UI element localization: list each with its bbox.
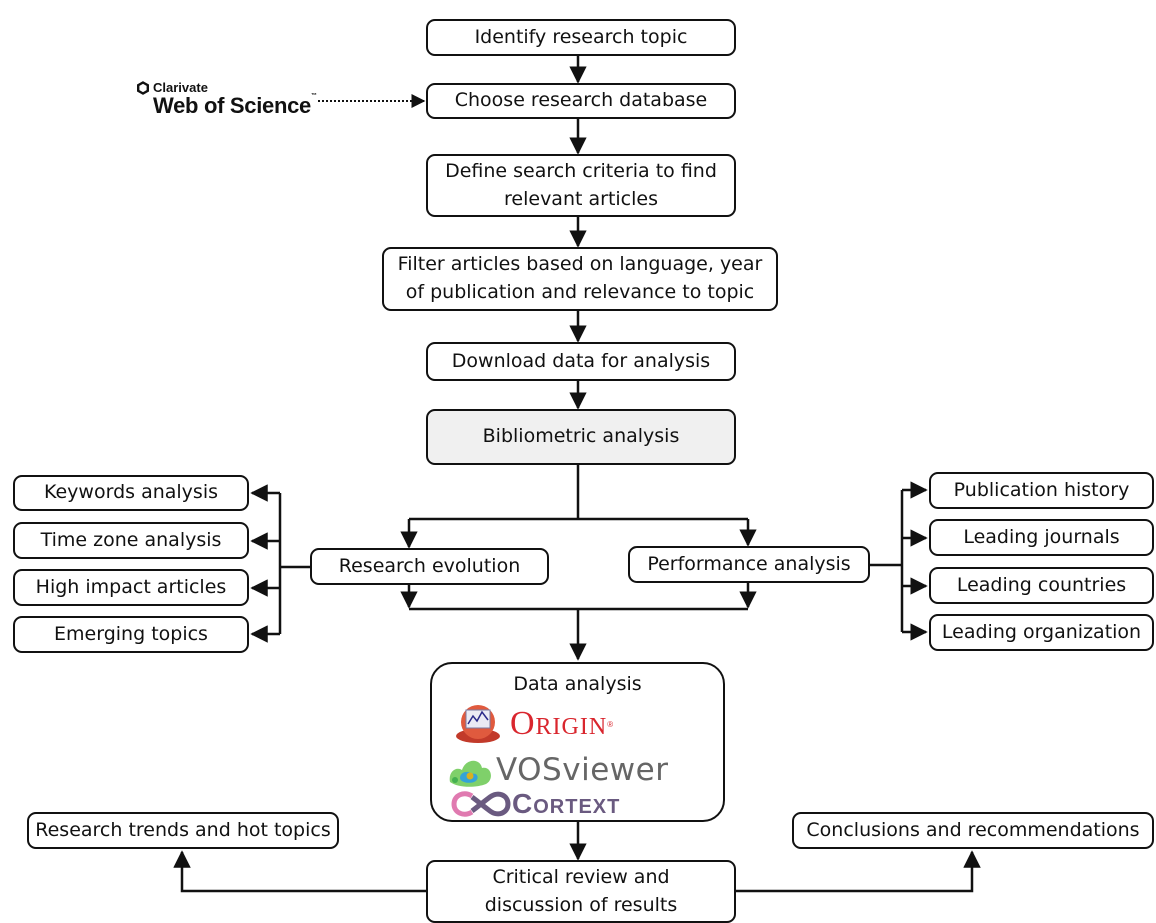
- cortext-mark-icon: [451, 791, 511, 817]
- define-criteria-line1: Define search criteria to find: [445, 159, 717, 182]
- clarivate-label: Clarivate: [153, 80, 208, 95]
- right-item-label: Leading organization: [941, 620, 1142, 643]
- cortext-wordmark: Cortext: [512, 788, 621, 819]
- research-trends-box: Research trends and hot topics: [27, 812, 339, 849]
- left-item-high-impact: High impact articles: [13, 569, 249, 606]
- critical-review-line1: Critical review and: [492, 865, 670, 888]
- download-data-box: Download data for analysis: [426, 342, 736, 381]
- critical-review-line2: discussion of results: [484, 893, 678, 916]
- bibliometric-analysis-box: Bibliometric analysis: [426, 409, 736, 465]
- origin-tm: ®: [607, 719, 614, 729]
- choose-database-label: Choose research database: [454, 89, 708, 112]
- right-item-leading-journals: Leading journals: [929, 519, 1154, 556]
- performance-analysis-box: Performance analysis: [628, 546, 870, 583]
- define-criteria-box: Define search criteria to find relevant …: [426, 154, 736, 217]
- left-item-label: High impact articles: [35, 575, 227, 598]
- left-item-label: Keywords analysis: [43, 481, 218, 504]
- origin-logo: Origin ®: [446, 702, 613, 746]
- filter-articles-line1: Filter articles based on language, year: [397, 253, 763, 276]
- left-item-emerging: Emerging topics: [13, 616, 249, 653]
- conclusions-box: Conclusions and recommendations: [792, 812, 1154, 849]
- clarivate-mark-icon: [137, 80, 149, 95]
- research-trends-label: Research trends and hot topics: [35, 818, 331, 841]
- cortext-logo: Cortext: [450, 788, 620, 820]
- choose-database-box: Choose research database: [426, 83, 736, 119]
- arrow-critical-to-conclusions: [736, 850, 981, 893]
- origin-globe-icon: [456, 705, 500, 743]
- arrow-critical-to-trends: [173, 850, 426, 893]
- left-item-label: Emerging topics: [54, 622, 208, 645]
- research-evolution-box: Research evolution: [310, 548, 549, 585]
- research-evolution-label: Research evolution: [338, 554, 521, 577]
- data-analysis-box: Data analysis Origin ® VOSviewer Cortext: [430, 662, 725, 822]
- web-of-science-logo: Clarivate Web of Science™: [136, 80, 317, 119]
- origin-wordmark: Origin: [510, 705, 608, 742]
- data-analysis-title: Data analysis: [513, 673, 642, 695]
- left-item-keywords: Keywords analysis: [13, 475, 249, 511]
- performance-analysis-label: Performance analysis: [647, 552, 851, 575]
- right-item-label: Publication history: [953, 478, 1130, 501]
- bibliometric-analysis-label: Bibliometric analysis: [482, 425, 680, 448]
- vosviewer-map-icon: [449, 760, 491, 787]
- left-item-time-zone: Time zone analysis: [13, 522, 249, 559]
- conclusions-label: Conclusions and recommendations: [806, 818, 1140, 841]
- define-criteria-line2: relevant articles: [504, 187, 658, 210]
- right-item-leading-organization: Leading organization: [929, 614, 1154, 651]
- right-item-label: Leading journals: [963, 525, 1120, 548]
- vosviewer-wordmark: VOSviewer: [496, 752, 669, 788]
- left-item-label: Time zone analysis: [40, 528, 222, 551]
- filter-articles-box: Filter articles based on language, year …: [382, 247, 778, 311]
- web-of-science-label: Web of Science™: [153, 93, 317, 118]
- right-item-label: Leading countries: [956, 573, 1127, 596]
- filter-articles-line2: of publication and relevance to topic: [405, 281, 755, 303]
- download-data-label: Download data for analysis: [451, 349, 711, 372]
- clarivate-brand: Clarivate: [136, 80, 317, 95]
- critical-review-box: Critical review and discussion of result…: [426, 860, 736, 923]
- right-item-publication-history: Publication history: [929, 472, 1154, 509]
- vosviewer-logo: VOSviewer: [446, 752, 668, 788]
- identify-topic-label: Identify research topic: [474, 25, 688, 48]
- right-item-leading-countries: Leading countries: [929, 567, 1154, 604]
- identify-topic-box: Identify research topic: [426, 19, 736, 56]
